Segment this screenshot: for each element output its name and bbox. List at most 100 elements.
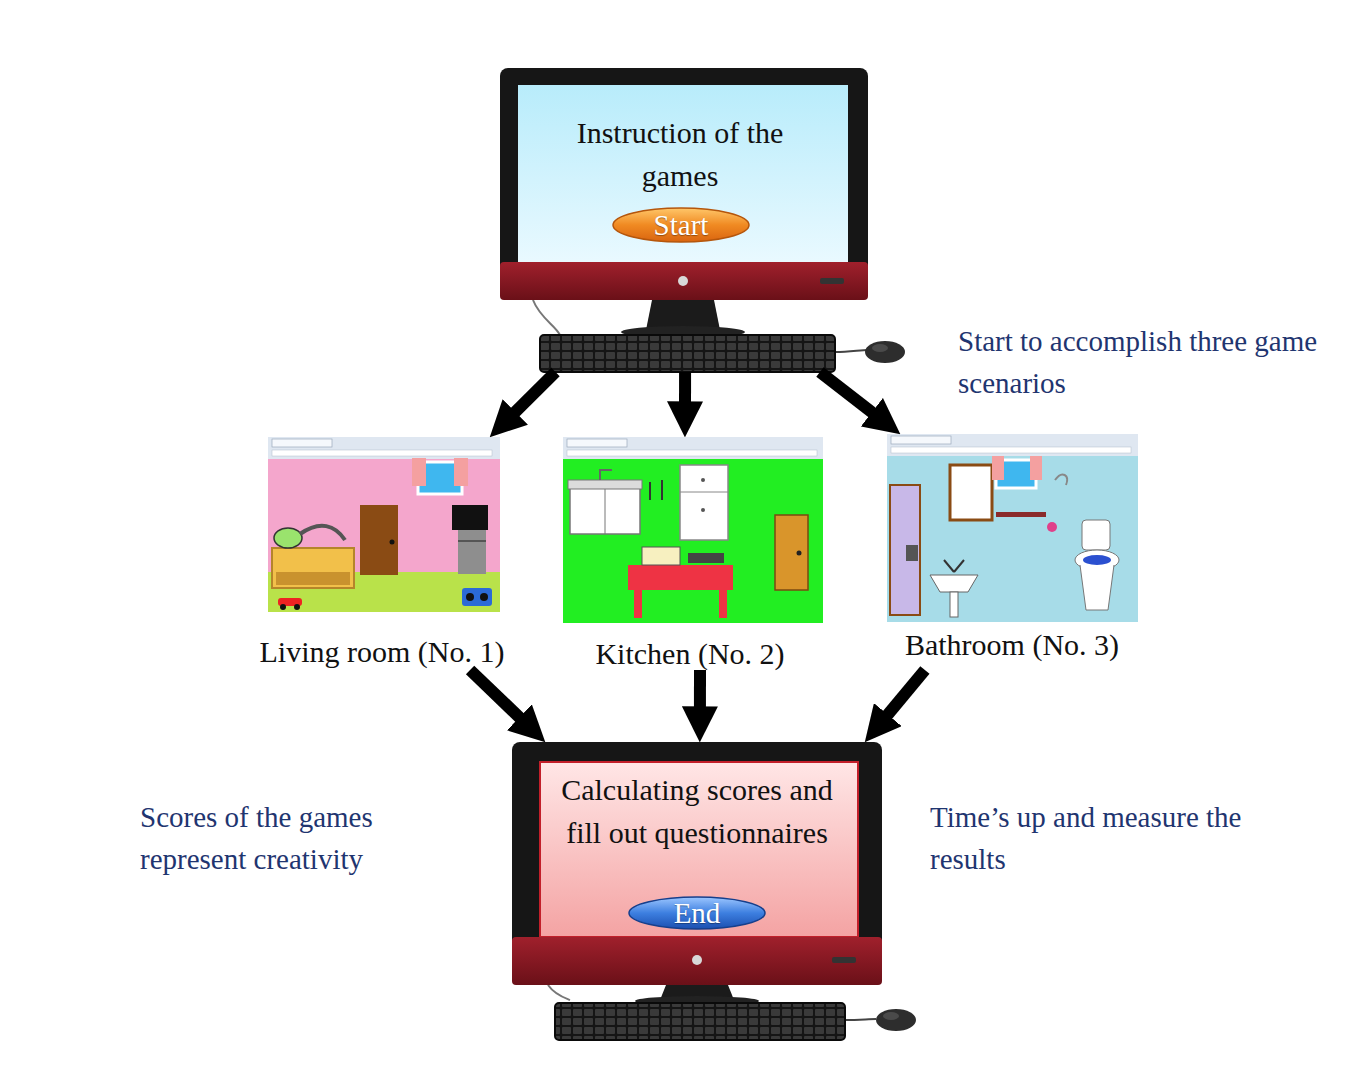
living-room-scene-part — [458, 530, 486, 574]
bathroom-scene-part — [1083, 555, 1111, 565]
flow-arrow — [885, 670, 924, 717]
kitchen-scene-part — [661, 480, 663, 500]
kitchen-scene-part — [688, 553, 724, 563]
kitchen-scene-part — [642, 547, 680, 565]
kitchen-scene — [563, 437, 823, 623]
bathroom-scene-part — [887, 434, 1138, 622]
kitchen-scene-part — [600, 470, 612, 480]
bathroom-scene-part — [1047, 522, 1057, 532]
bathroom-scene — [887, 434, 1138, 622]
top-computer-part — [500, 262, 868, 300]
kitchen-scene-part — [563, 437, 823, 623]
bathroom-scene-part — [1030, 456, 1042, 480]
game-scenario: Living room (No. 1) — [268, 437, 500, 670]
bathroom-scene-part — [1080, 565, 1114, 610]
top-computer-part — [500, 68, 868, 300]
bathroom-scene-part — [996, 512, 1046, 517]
living-room-scene-part — [280, 604, 286, 610]
bathroom-scene-part — [891, 436, 951, 444]
bottom-computer — [512, 742, 916, 1040]
living-room-scene-part — [480, 593, 488, 601]
kitchen-scene-part — [680, 492, 728, 493]
node-text: Instruction of the games — [540, 111, 820, 197]
monitor-screen: Instruction of the gamesStart — [500, 68, 905, 372]
kitchen-scene-part — [701, 478, 705, 482]
kitchen-scene-part — [701, 508, 705, 512]
bathroom-scene-part — [1055, 475, 1067, 485]
flow-arrow — [470, 670, 522, 720]
kitchen-scene-part — [605, 489, 606, 534]
living-room-scene — [268, 437, 500, 612]
bottom-computer-part — [832, 957, 856, 963]
bottom-computer-part — [512, 742, 882, 985]
living-room-scene-part — [458, 540, 486, 542]
kitchen-scene-part — [680, 465, 728, 540]
top-computer-part — [540, 335, 835, 372]
kitchen-scene-part — [567, 439, 627, 447]
button-ellipse-shape — [629, 897, 765, 929]
bathroom-scene-part — [891, 447, 1131, 453]
bathroom-scene-part — [930, 575, 978, 592]
flow-arrow — [513, 372, 556, 414]
bathroom-scene-part — [992, 456, 1004, 480]
bathroom-scene-part — [950, 592, 958, 617]
game-scenario: Kitchen (No. 2) — [563, 437, 823, 670]
bottom-computer-part — [512, 937, 882, 985]
flow-arrow — [694, 670, 706, 710]
living-room-scene-part — [272, 548, 354, 588]
node-text: Living room (No. 1) — [212, 633, 552, 671]
living-room-scene-part — [462, 588, 492, 606]
kitchen-scene-part — [563, 437, 823, 459]
kitchen-scene-part — [634, 590, 642, 618]
living-room-scene-part — [268, 572, 500, 612]
top-computer-part — [540, 335, 835, 372]
kitchen-scene-part — [567, 450, 817, 456]
kitchen-scene-part — [797, 551, 802, 556]
living-room-scene-part — [466, 593, 474, 601]
end-button: End — [628, 896, 766, 930]
kitchen-scene-part — [719, 590, 727, 618]
annotation-note: Scores of the games represent creativity — [140, 796, 435, 880]
node-text: Kitchen (No. 2) — [520, 635, 860, 673]
bottom-computer-part — [540, 762, 858, 937]
node-text: Bathroom (No. 3) — [842, 626, 1182, 664]
kitchen-scene-part — [649, 482, 651, 500]
living-room-scene-part — [360, 505, 398, 575]
annotation-note: Time’s up and measure the results — [930, 796, 1275, 880]
bottom-computer-part — [555, 1003, 845, 1040]
top-computer-part — [872, 344, 888, 352]
bottom-computer-part — [555, 1003, 845, 1040]
living-room-scene-part — [276, 572, 350, 585]
living-room-scene-part — [294, 604, 300, 610]
living-room-scene-part — [452, 505, 488, 530]
bathroom-scene-part — [1082, 520, 1110, 550]
living-room-scene-part — [268, 437, 500, 612]
living-room-scene-part — [300, 526, 345, 540]
kitchen-scene-part — [570, 488, 640, 534]
bathroom-scene-part — [890, 485, 920, 615]
living-room-scene-part — [412, 458, 426, 486]
button-label: Start — [612, 207, 750, 243]
game-scenario: Bathroom (No. 3) — [887, 434, 1138, 670]
bottom-computer-part — [548, 985, 570, 1000]
bathroom-scene-part — [906, 545, 918, 561]
top-computer-part — [518, 85, 848, 262]
top-computer-part — [820, 278, 844, 284]
top-computer — [500, 68, 905, 372]
living-room-scene-part — [272, 439, 332, 447]
bathroom-scene-part — [950, 465, 992, 520]
start-button: Start — [612, 207, 750, 243]
node-text: Calculating scores and fill out question… — [557, 768, 837, 854]
annotation-note: Start to accomplish three game scenarios — [958, 320, 1328, 404]
bottom-computer-part — [692, 955, 702, 965]
top-computer-part — [865, 341, 905, 363]
living-room-scene-part — [454, 458, 468, 486]
bottom-computer-part — [883, 1012, 899, 1020]
bottom-computer-part — [876, 1009, 916, 1031]
button-label: End — [628, 896, 766, 930]
bathroom-scene-part — [887, 434, 1138, 456]
top-computer-part — [646, 300, 720, 330]
bottom-computer-part — [845, 1019, 876, 1020]
living-room-scene-part — [268, 437, 500, 459]
living-room-scene-part — [272, 450, 492, 456]
